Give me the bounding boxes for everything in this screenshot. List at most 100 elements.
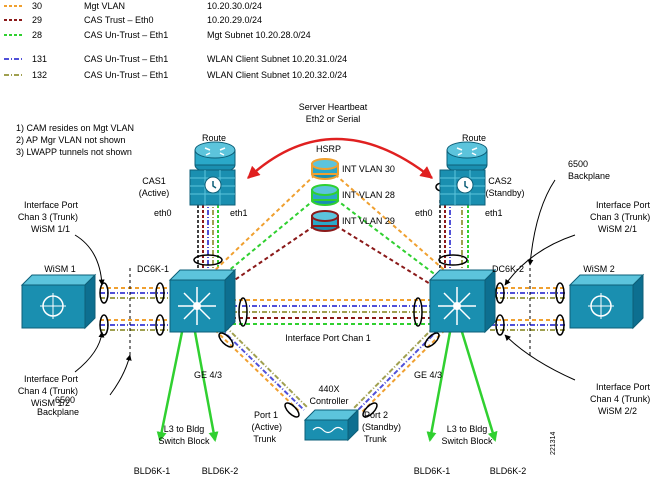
interface-port-label: Chan 3 (Trunk) <box>18 212 78 222</box>
hsrp-item: INT VLAN 28 <box>342 190 395 200</box>
legend-row: 131 CAS Un-Trust – Eth1 WLAN Client Subn… <box>4 54 347 64</box>
wism2-label: WiSM 2 <box>583 264 615 274</box>
eth1-label: eth1 <box>485 208 503 218</box>
backplane-left-label: 6500 <box>55 395 75 405</box>
port1-label: Port 1 <box>254 410 278 420</box>
interface-port-label: Interface Port <box>596 382 651 392</box>
interface-port-label: WiSM 1/2 <box>31 398 70 408</box>
l3-label: L3 to Bldg <box>164 424 205 434</box>
note: 1) CAM resides on Mgt VLAN <box>16 123 134 133</box>
bld-label: BLD6K-1 <box>414 466 451 476</box>
bld-label: BLD6K-1 <box>134 466 171 476</box>
hsrp-links <box>209 169 451 291</box>
wism1-icon <box>20 273 97 330</box>
heartbeat-arrow <box>247 137 433 179</box>
dc6k2-label: DC6K-2 <box>492 264 524 274</box>
cas2-firewall-icon <box>439 169 486 206</box>
port2-label: Trunk <box>364 434 387 444</box>
backplane-left-label: Backplane <box>37 407 79 417</box>
wism2-links <box>490 287 565 331</box>
note: 3) LWAPP tunnels not shown <box>16 147 132 157</box>
backplane-right-label: 6500 <box>568 159 588 169</box>
ge-links <box>214 325 446 413</box>
legend-name: CAS Un-Trust – Eth1 <box>84 30 168 40</box>
route-right-label: Route <box>462 133 486 143</box>
controller-icon <box>303 408 360 442</box>
interface-port-label: Interface Port <box>24 374 79 384</box>
legend-subnet: Mgt Subnet 10.20.28.0/24 <box>207 30 311 40</box>
controller-label: Controller <box>309 396 348 406</box>
cas1-name: CAS1 <box>142 176 166 186</box>
ge-right-label: GE 4/3 <box>414 370 442 380</box>
hsrp-router-28-icon <box>311 184 339 206</box>
hsrp-router-29-icon <box>311 210 339 232</box>
cas2-links <box>439 200 469 270</box>
legend-row: 132 CAS Un-Trust – Eth1 WLAN Client Subn… <box>4 70 347 80</box>
eth0-label: eth0 <box>415 208 433 218</box>
legend-row: 28 CAS Un-Trust – Eth1 Mgt Subnet 10.20.… <box>4 30 311 40</box>
wism1-label: WiSM 1 <box>44 264 76 274</box>
router-left-icon <box>194 141 236 174</box>
dc6k1-label: DC6K-1 <box>137 264 169 274</box>
eth1-label: eth1 <box>230 208 248 218</box>
bld-label: BLD6K-2 <box>202 466 239 476</box>
l3-label: L3 to Bldg <box>447 424 488 434</box>
dc6k1-switch-icon <box>168 268 237 334</box>
legend-subnet: WLAN Client Subnet 10.20.32.0/24 <box>207 70 347 80</box>
l3-label: Switch Block <box>158 436 210 446</box>
interface-port-label: Chan 4 (Trunk) <box>590 394 650 404</box>
pointer-arrows <box>74 179 576 396</box>
legend-row: 30 Mgt VLAN 10.20.30.0/24 <box>4 1 262 11</box>
legend-name: Mgt VLAN <box>84 1 125 11</box>
wism2-icon <box>568 273 645 330</box>
port-chan-1-label: Interface Port Chan 1 <box>285 333 371 343</box>
legend-vlan: 29 <box>32 15 42 25</box>
legend-subnet: 10.20.29.0/24 <box>207 15 262 25</box>
interface-port-label: WiSM 1/1 <box>31 224 70 234</box>
legend-subnet: WLAN Client Subnet 10.20.31.0/24 <box>207 54 347 64</box>
controller-label: 440X <box>318 384 339 394</box>
interface-port-label: WiSM 2/2 <box>598 406 637 416</box>
interface-port-label: WiSM 2/1 <box>598 224 637 234</box>
l3-label: Switch Block <box>441 436 493 446</box>
legend-row: 29 CAS Trust – Eth0 10.20.29.0/24 <box>4 15 262 25</box>
hsrp-title: HSRP <box>316 144 341 154</box>
cas1-firewall-icon <box>189 169 236 206</box>
port1-label: (Active) <box>251 422 282 432</box>
legend-vlan: 28 <box>32 30 42 40</box>
legend-vlan: 132 <box>32 70 47 80</box>
legend-name: CAS Un-Trust – Eth1 <box>84 70 168 80</box>
notes: 1) CAM resides on Mgt VLAN 2) AP Mgr VLA… <box>16 123 134 157</box>
cas2-role: (Standby) <box>485 188 524 198</box>
port-chan-1-links <box>232 299 430 325</box>
legend-vlan: 131 <box>32 54 47 64</box>
hsrp-item: INT VLAN 29 <box>342 216 395 226</box>
route-left-label: Route <box>202 133 226 143</box>
interface-port-label: Chan 4 (Trunk) <box>18 386 78 396</box>
legend-subnet: 10.20.30.0/24 <box>207 1 262 11</box>
legend: 30 Mgt VLAN 10.20.30.0/24 29 CAS Trust –… <box>4 1 347 80</box>
eth0-label: eth0 <box>154 208 172 218</box>
legend-name: CAS Trust – Eth0 <box>84 15 154 25</box>
interface-port-label: Interface Port <box>596 200 651 210</box>
port2-label: Port 2 <box>364 410 388 420</box>
bld-label: BLD6K-2 <box>490 466 527 476</box>
heartbeat-label: Eth2 or Serial <box>306 114 361 124</box>
cas1-links <box>197 200 219 270</box>
router-right-icon <box>446 141 488 174</box>
note: 2) AP Mgr VLAN not shown <box>16 135 125 145</box>
interface-port-label: Interface Port <box>24 200 79 210</box>
cas2-name: CAS2 <box>488 176 512 186</box>
interface-port-label: Chan 3 (Trunk) <box>590 212 650 222</box>
ge-left-label: GE 4/3 <box>194 370 222 380</box>
legend-name: CAS Un-Trust – Eth1 <box>84 54 168 64</box>
port2-label: (Standby) <box>362 422 401 432</box>
port1-label: Trunk <box>253 434 276 444</box>
cas1-role: (Active) <box>139 188 170 198</box>
backplane-right-label: Backplane <box>568 171 610 181</box>
heartbeat-label: Server Heartbeat <box>299 102 368 112</box>
figure-id: 221314 <box>550 432 557 455</box>
dc6k2-switch-icon <box>428 268 497 334</box>
